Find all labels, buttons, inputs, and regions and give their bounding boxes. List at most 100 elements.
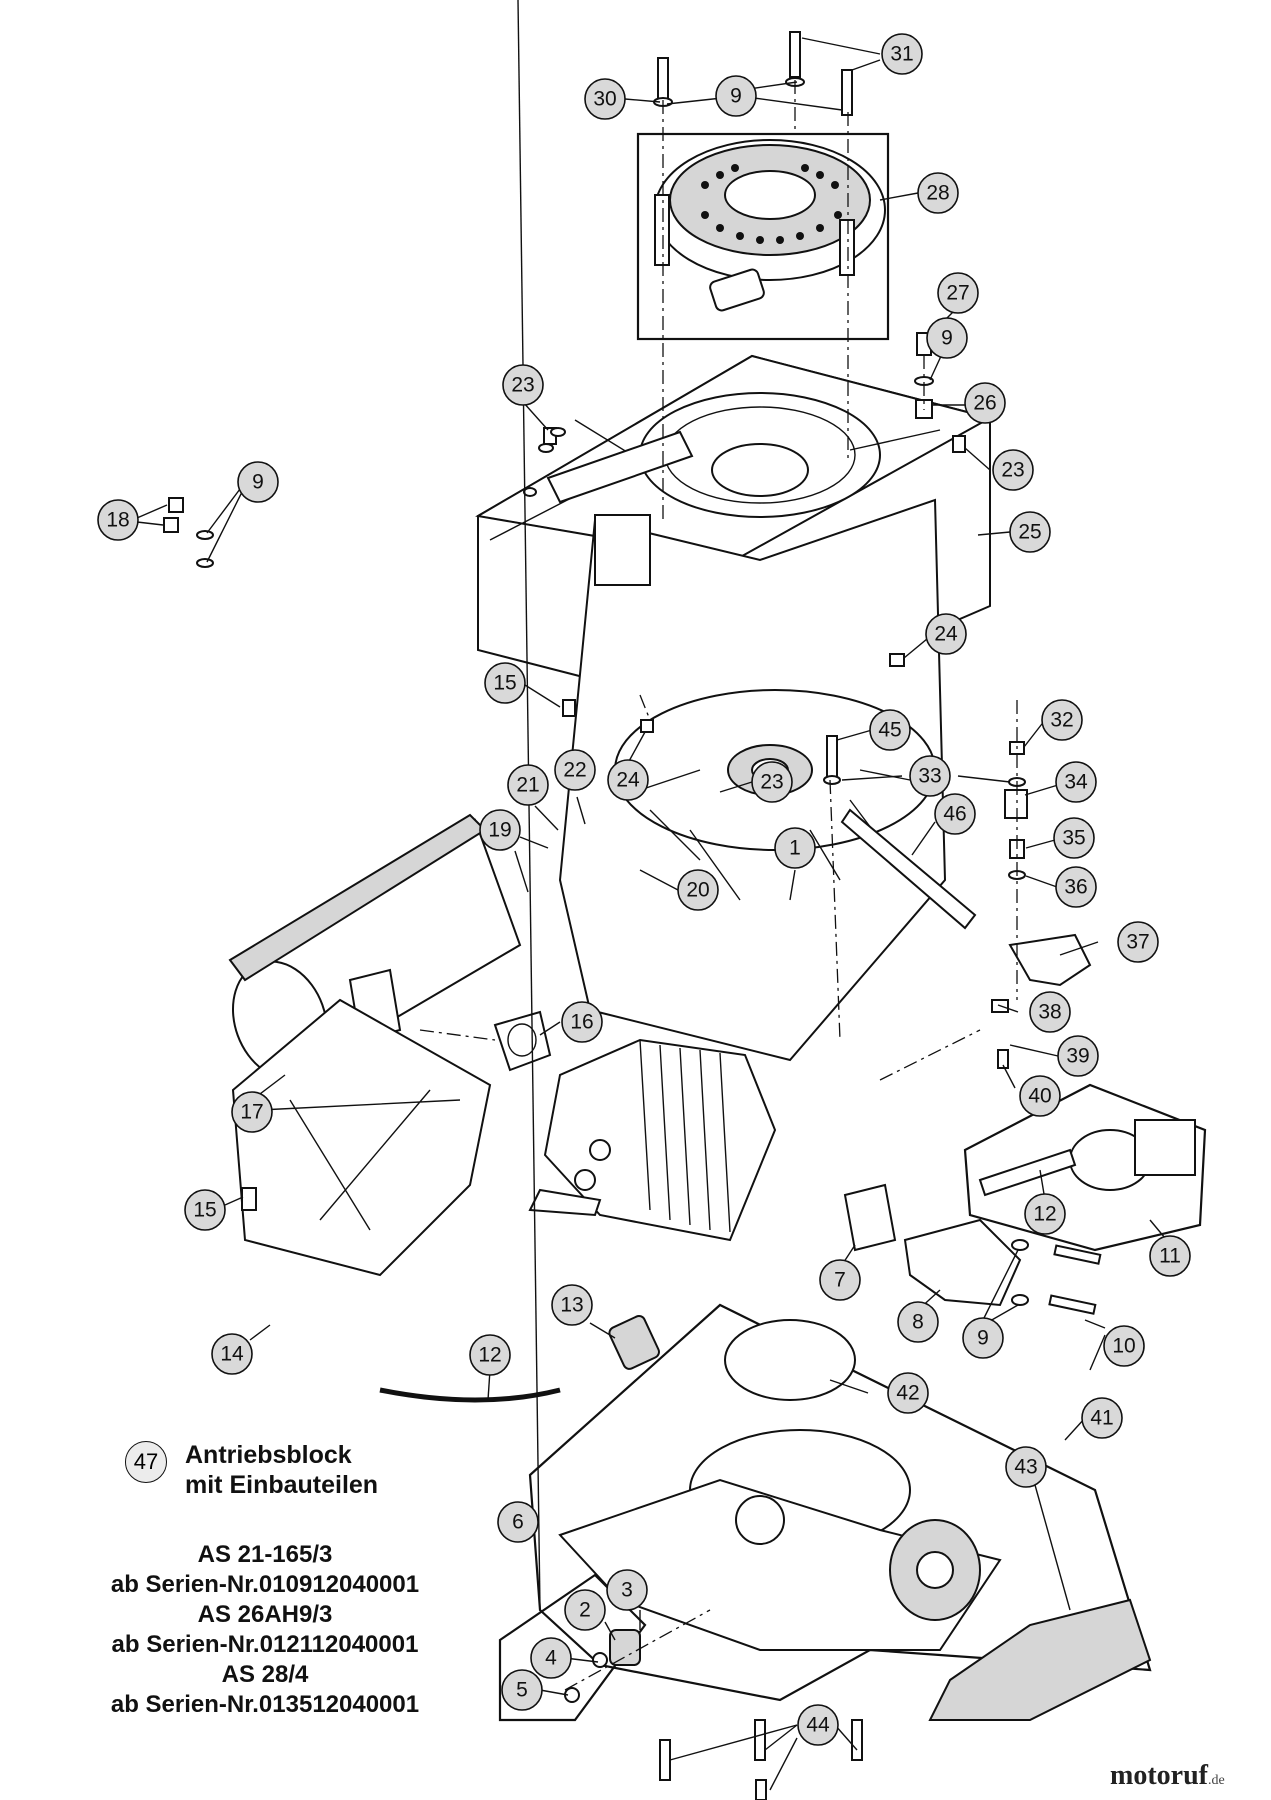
recoil-starter-frame xyxy=(636,132,890,341)
callout-bubble xyxy=(1103,1325,1145,1367)
callout-bubble xyxy=(1024,1193,1066,1235)
callout-number: 12 xyxy=(1033,1203,1056,1226)
callout-bubble xyxy=(881,33,923,75)
dust-cover xyxy=(928,1598,1152,1721)
callout-bubble xyxy=(551,1284,593,1326)
callout-bubble xyxy=(715,75,757,117)
callout-bubble xyxy=(1019,1075,1061,1117)
callout-number: 43 xyxy=(1014,1456,1037,1479)
callout-number: 22 xyxy=(563,759,586,782)
callout-bubble xyxy=(606,1569,648,1611)
callout-bubble xyxy=(1149,1235,1191,1277)
callout-bubble xyxy=(530,1637,572,1679)
callout-number: 39 xyxy=(1066,1045,1089,1068)
callout-number: 24 xyxy=(934,623,958,646)
callout-number: 34 xyxy=(1064,771,1088,794)
callout-bubble xyxy=(564,1589,606,1631)
callout-bubble xyxy=(1081,1397,1123,1439)
callout-bubble xyxy=(501,1669,543,1711)
callout-number: 42 xyxy=(896,1382,919,1405)
callout-bubble xyxy=(797,1704,839,1746)
callout-number: 23 xyxy=(1001,459,1024,482)
callout-number: 7 xyxy=(834,1269,846,1292)
callout-bubble xyxy=(1055,866,1097,908)
callout-number: 5 xyxy=(516,1679,528,1702)
callout-bubble xyxy=(962,1317,1004,1359)
cylinder-head xyxy=(528,1038,777,1242)
fuel-filter xyxy=(608,1315,660,1370)
cylinder-shroud xyxy=(231,998,492,1277)
callout-bubble xyxy=(1009,511,1051,553)
fasteners xyxy=(163,31,1102,1800)
recoil-starter xyxy=(654,139,886,312)
callout-number: 41 xyxy=(1090,1407,1113,1430)
callout-bubble xyxy=(502,364,544,406)
callout-bubble xyxy=(934,793,976,835)
model-line: ab Serien-Nr.012112040001 xyxy=(111,1631,419,1658)
callout-bubble xyxy=(584,78,626,120)
muffler-gasket xyxy=(493,1010,552,1072)
callout-number: 33 xyxy=(918,765,941,788)
callout-number: 37 xyxy=(1126,931,1149,954)
assembly-label-line2: mit Einbauteilen xyxy=(185,1471,379,1499)
callout-number: 23 xyxy=(760,771,783,794)
callout-bubble xyxy=(237,461,279,503)
callout-number: 35 xyxy=(1062,827,1085,850)
callout-bubble xyxy=(677,869,719,911)
callout-number: 28 xyxy=(926,182,949,205)
callout-bubble xyxy=(897,1301,939,1343)
callout-bubble xyxy=(561,1001,603,1043)
callout-number: 17 xyxy=(240,1101,263,1124)
model-line: AS 26AH9/3 xyxy=(197,1601,333,1628)
callout-number: 19 xyxy=(488,819,511,842)
callout-number: 11 xyxy=(1159,1245,1181,1268)
callout-bubble xyxy=(869,709,911,751)
callout-number: 9 xyxy=(730,85,742,108)
callout-number: 26 xyxy=(973,392,996,415)
assembly-number-bubble: 47 xyxy=(125,1441,167,1483)
intake-gasket xyxy=(843,1183,897,1252)
transaxle xyxy=(558,1319,1002,1651)
callout-bubble xyxy=(1117,921,1159,963)
callout-bubble xyxy=(554,749,596,791)
callout-bubble xyxy=(964,382,1006,424)
callout-bubble xyxy=(1005,1446,1047,1488)
fuel-line xyxy=(379,1387,561,1403)
callout-number: 40 xyxy=(1028,1085,1051,1108)
callout-number: 23 xyxy=(511,374,534,397)
callout-number: 25 xyxy=(1018,521,1041,544)
assembly-label-line1: Antriebsblock xyxy=(185,1441,352,1469)
carburetor xyxy=(978,1119,1196,1197)
heat-shield-bracket xyxy=(546,430,694,504)
callout-bubble xyxy=(497,1501,539,1543)
callout-number: 27 xyxy=(946,282,969,305)
governor-plate xyxy=(1008,933,1092,987)
brand-domain: .de xyxy=(1207,1773,1225,1788)
callout-bubble xyxy=(774,827,816,869)
model-line: AS 28/4 xyxy=(221,1661,309,1688)
callout-bubble xyxy=(479,809,521,851)
callout-number: 9 xyxy=(941,327,953,350)
callout-number: 1 xyxy=(789,837,801,860)
callout-number: 21 xyxy=(516,774,539,797)
callout-number: 30 xyxy=(593,88,616,111)
callout-number: 32 xyxy=(1050,709,1073,732)
callout-bubble xyxy=(97,499,139,541)
carburetor-frame xyxy=(963,1083,1207,1252)
muffler xyxy=(228,813,522,1082)
callout-number: 14 xyxy=(220,1343,244,1366)
model-line: ab Serien-Nr.010912040001 xyxy=(110,1571,420,1598)
assembly-centerlines xyxy=(419,80,1018,1691)
callout-number: 38 xyxy=(1038,1001,1061,1024)
callout-number: 45 xyxy=(878,719,901,742)
callout-bubble xyxy=(484,662,526,704)
brand-name: motoruf xyxy=(1110,1760,1208,1791)
callout-number: 9 xyxy=(252,471,264,494)
governor-shaft xyxy=(840,808,977,930)
callout-number: 12 xyxy=(478,1344,501,1367)
callout-bubble xyxy=(909,755,951,797)
callout-bubble xyxy=(184,1189,226,1231)
callout-bubble xyxy=(1057,1035,1099,1077)
model-line: AS 21-165/3 xyxy=(197,1541,333,1568)
